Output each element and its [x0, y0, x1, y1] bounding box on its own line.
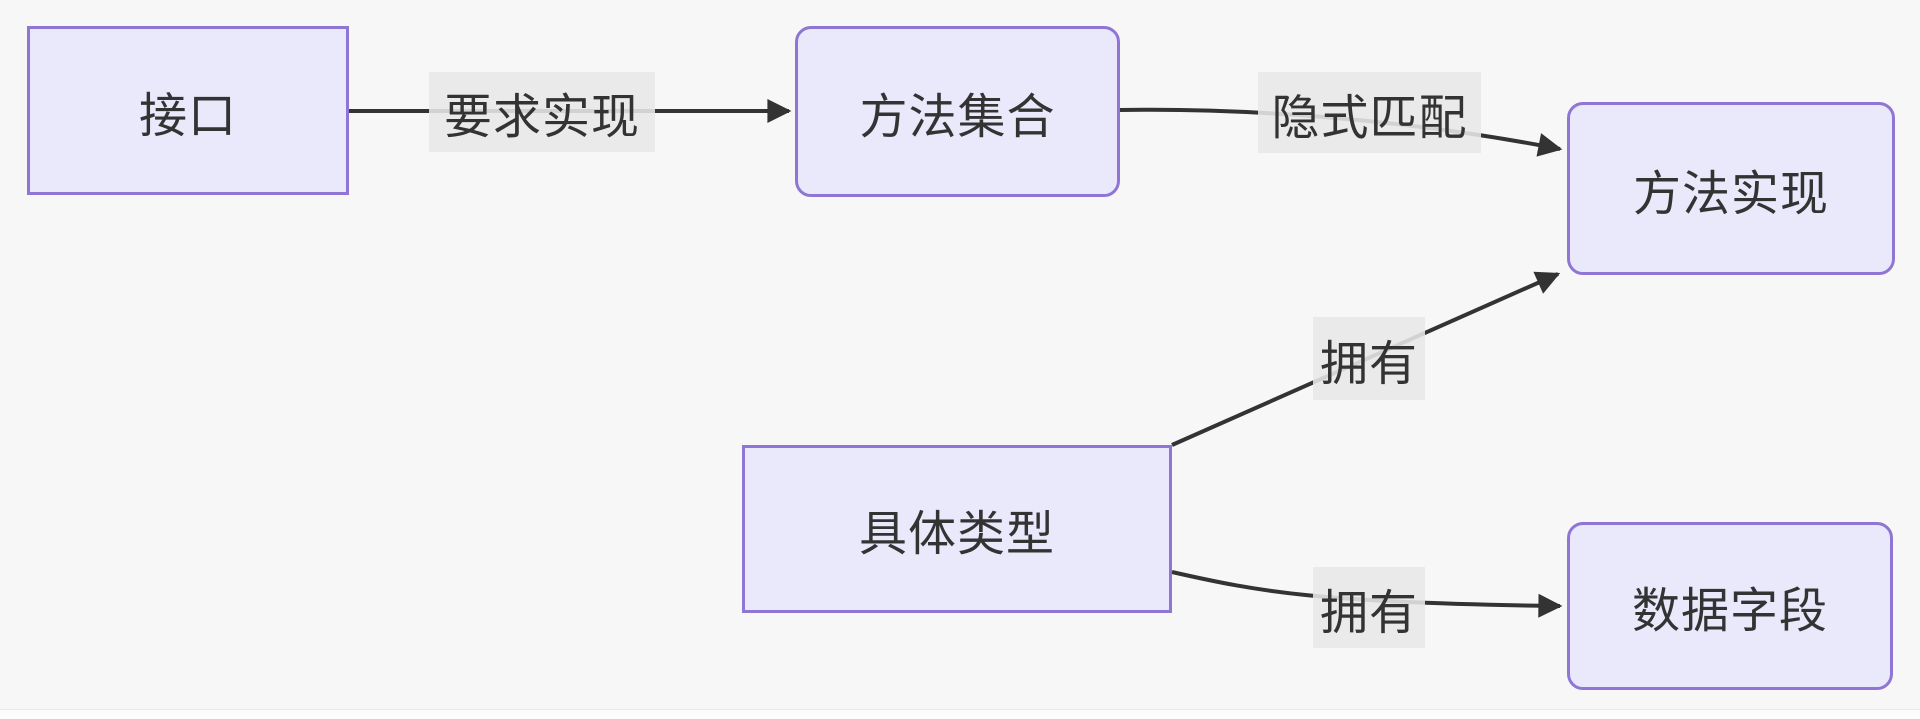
- node-method-impl: 方法实现: [1567, 102, 1895, 275]
- edge-label-text: 拥有: [1319, 586, 1418, 640]
- edge-label-requires-implementation: 要求实现: [429, 72, 655, 152]
- node-concrete-type: 具体类型: [742, 445, 1172, 613]
- edge-label-owns-data-fields: 拥有: [1313, 567, 1425, 648]
- node-method-set: 方法集合: [795, 26, 1120, 197]
- node-method-impl-label: 方法实现: [1632, 167, 1829, 221]
- node-interface-label: 接口: [138, 89, 237, 143]
- edge-concrete-type-to-data-fields: [1171, 570, 1563, 618]
- edge-label-implicit-match: 隐式匹配: [1258, 72, 1481, 153]
- node-data-fields-label: 数据字段: [1631, 585, 1828, 638]
- node-data-fields: 数据字段: [1567, 522, 1893, 690]
- edge-label-text: 要求实现: [443, 91, 640, 144]
- edge-label-text: 拥有: [1319, 337, 1418, 391]
- canvas-bottom-edge: [0, 709, 1920, 719]
- node-method-set-label: 方法集合: [859, 90, 1056, 144]
- edge-label-owns-method-impl: 拥有: [1313, 317, 1425, 400]
- edge-label-text: 隐式匹配: [1271, 91, 1468, 145]
- node-concrete-type-label: 具体类型: [858, 508, 1055, 561]
- node-interface: 接口: [27, 26, 349, 195]
